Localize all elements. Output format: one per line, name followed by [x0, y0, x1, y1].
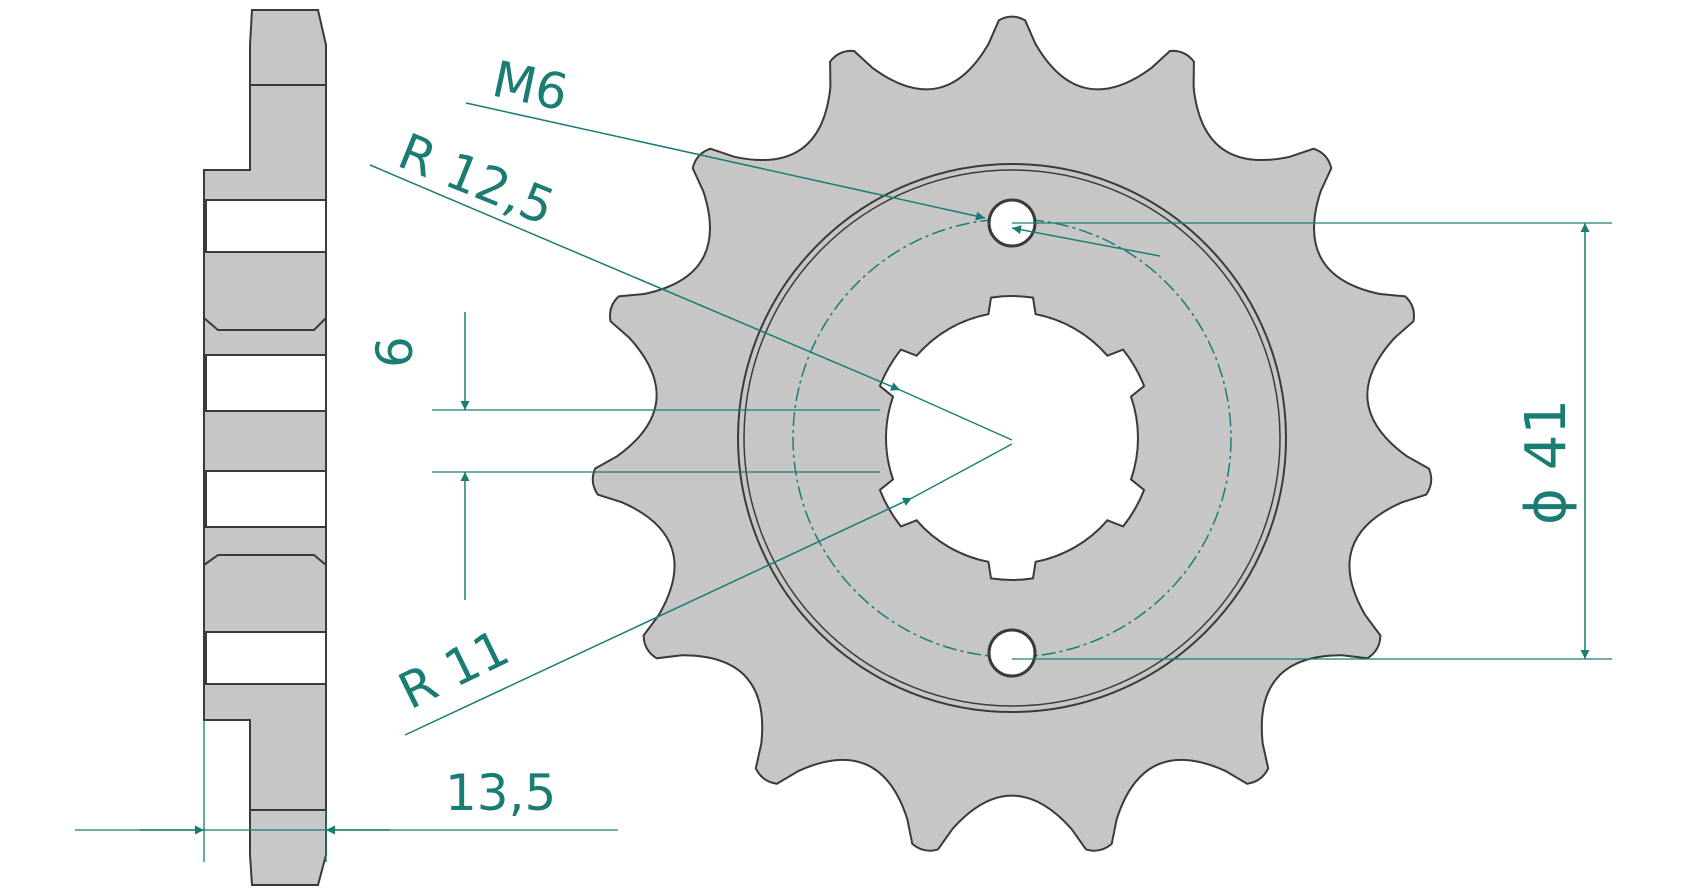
- side-view-tooth-bottom: [249, 809, 327, 886]
- side-view: [203, 9, 327, 886]
- spline-bore: [878, 295, 1146, 581]
- thread-leader-2: [1011, 225, 1161, 257]
- side-view-window-4: [205, 631, 327, 685]
- side-view-tooth-top: [249, 9, 327, 86]
- inner-radius-leader: [404, 497, 913, 736]
- side-view-chamfer-lines: [203, 251, 327, 685]
- side-view-window-1: [205, 199, 327, 253]
- side-view-hub: [203, 84, 327, 811]
- dimensions: [75, 102, 1612, 862]
- outer-radius-label: R 12,5: [391, 122, 563, 236]
- side-view-window-3: [205, 470, 327, 528]
- inner-radius-label: R 11: [390, 619, 518, 721]
- bolt-circle-label: ϕ 41: [1514, 399, 1579, 525]
- outer-radius-leader: [369, 164, 901, 391]
- hub-ring-inner: [743, 169, 1281, 707]
- width-label: 13,5: [445, 764, 556, 822]
- thread-label: M6: [488, 50, 573, 122]
- thread-leader: [465, 102, 986, 221]
- outer-radius-leader-tail: [899, 389, 1013, 441]
- front-view: [591, 15, 1433, 852]
- spline-width-label: 6: [366, 336, 424, 368]
- inner-radius-leader-tail: [911, 443, 1013, 499]
- side-view-window-2: [205, 354, 327, 412]
- bolt-hole-bottom: [987, 628, 1037, 678]
- hub-ring-outer: [737, 163, 1287, 713]
